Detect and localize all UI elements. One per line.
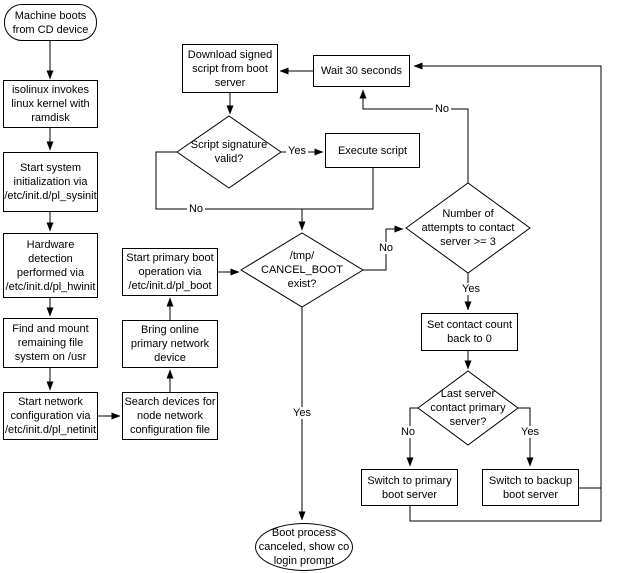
node-set-contact-count-label: Set contact count back to 0 xyxy=(427,319,512,345)
decision-last-server-shape xyxy=(417,370,519,446)
decision-attempts: Number of attempts to contact server >= … xyxy=(406,183,530,273)
decision-attempts-label: Number of attempts to contact server >= … xyxy=(421,208,515,248)
node-findmount-label: Find and mount remaining file system on … xyxy=(12,323,89,363)
edge-label-attempts-yes: Yes xyxy=(460,283,482,295)
node-boot-canceled: Boot process canceled, show co login pro… xyxy=(255,523,353,571)
node-switch-primary-label: Switch to primary boot server xyxy=(367,474,452,501)
node-bring-online-label: Bring online primary network device xyxy=(130,324,210,364)
node-findmount: Find and mount remaining file system on … xyxy=(3,318,98,368)
node-hwinit: Hardware detection performed via /etc/in… xyxy=(3,233,98,298)
edge-switchprimary-wait-feedback xyxy=(409,62,602,522)
node-switch-primary: Switch to primary boot server xyxy=(361,469,458,506)
node-wait-30-seconds: Wait 30 seconds xyxy=(313,55,410,87)
edge-label-cancel-yes: Yes xyxy=(291,407,313,419)
node-pl-boot: Start primary boot operation via /etc/in… xyxy=(122,248,218,296)
node-switch-backup: Switch to backup boot server xyxy=(482,469,579,506)
node-wait-30-seconds-label: Wait 30 seconds xyxy=(321,65,402,77)
edge-sig-no-loop xyxy=(155,151,374,210)
decision-attempts-shape xyxy=(405,182,531,274)
edge-label-sig-no: No xyxy=(186,203,206,215)
node-execute-script-label: Execute script xyxy=(337,144,408,157)
node-hwinit-label: Hardware detection performed via /etc/in… xyxy=(5,238,96,293)
node-bring-online: Bring online primary network device xyxy=(122,320,218,368)
decision-script-signature-shape xyxy=(176,115,282,189)
node-isolinux: isolinux invokes linux kernel with ramdi… xyxy=(3,80,98,128)
node-execute-script: Execute script xyxy=(325,133,420,168)
edge-label-last-yes: Yes xyxy=(519,426,541,438)
decision-last-server: Last server contact primary server? xyxy=(413,371,523,445)
edge-attempts-wait-no xyxy=(359,89,469,185)
decision-cancel-boot: /tmp/ CANCEL_BOOT exist? xyxy=(247,233,357,307)
node-search-devices-label: Search devices for node network configur… xyxy=(124,396,216,436)
decision-script-signature-label: Script signature valid? xyxy=(190,139,268,165)
node-download-script-label: Download signed script from boot server xyxy=(187,48,273,89)
node-set-contact-count: Set contact count back to 0 xyxy=(421,313,518,351)
node-pl-boot-label: Start primary boot operation via /etc/in… xyxy=(126,252,214,292)
decision-cancel-boot-label: /tmp/ CANCEL_BOOT exist? xyxy=(261,250,343,290)
node-boot-canceled-label: Boot process canceled, show co login pro… xyxy=(258,527,350,567)
edge-label-last-no: No xyxy=(398,426,418,438)
edge-label-attempts-no: No xyxy=(432,103,452,115)
edge-label-cancel-no: No xyxy=(376,242,396,254)
node-sysinit: Start system initialization via /etc/ini… xyxy=(3,152,98,212)
node-machine-boots-label: Machine boots from CD device xyxy=(12,9,89,36)
node-machine-boots: Machine boots from CD device xyxy=(4,4,97,41)
node-netinit: Start network configuration via /etc/ini… xyxy=(3,392,98,440)
decision-cancel-boot-shape xyxy=(240,232,364,308)
edge-lastserver-primary-no xyxy=(406,407,418,467)
decision-script-signature: Script signature valid? xyxy=(174,116,284,188)
node-download-script: Download signed script from boot server xyxy=(182,44,278,93)
decision-last-server-label: Last server contact primary server? xyxy=(430,388,506,428)
node-netinit-label: Start network configuration via /etc/ini… xyxy=(4,396,97,436)
node-isolinux-label: isolinux invokes linux kernel with ramdi… xyxy=(11,84,90,124)
node-search-devices: Search devices for node network configur… xyxy=(122,392,218,440)
node-sysinit-label: Start system initialization via /etc/ini… xyxy=(4,162,97,202)
edge-label-sig-yes: Yes xyxy=(286,145,308,157)
edge-lastserver-backup-yes xyxy=(518,407,534,467)
node-switch-backup-label: Switch to backup boot server xyxy=(488,474,573,501)
